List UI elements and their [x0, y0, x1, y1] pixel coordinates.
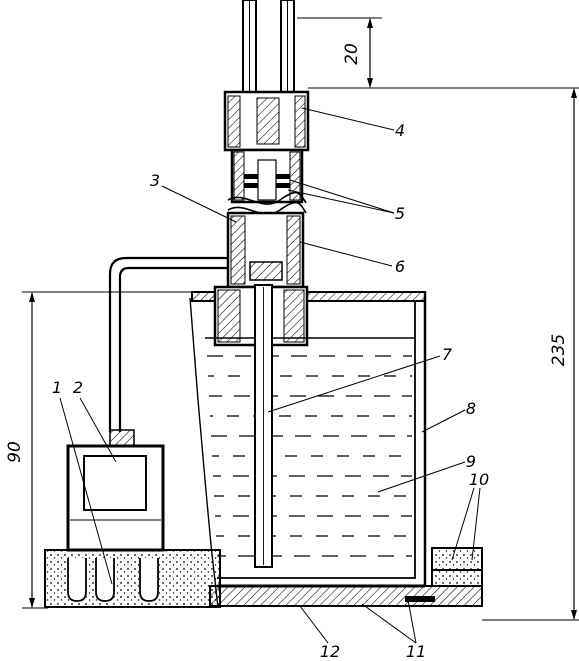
union-nut-right-wall — [294, 95, 306, 148]
leader-lines — [59, 107, 481, 644]
label-5: 5 — [395, 204, 405, 223]
leader-line-6 — [299, 241, 393, 267]
fitting-body-right-wall — [286, 215, 301, 285]
dimension-text-vessel-height: 90 — [5, 441, 25, 463]
vessel-right-wall-inner — [217, 301, 416, 579]
label-6: 6 — [395, 257, 405, 276]
probe — [254, 284, 273, 568]
dimension-top-offset: 20 — [297, 17, 579, 89]
dimension-vessel-height: 90 — [5, 291, 192, 609]
label-9: 9 — [466, 452, 476, 471]
label-1: 1 — [52, 378, 62, 397]
fitting-assembly — [213, 90, 310, 347]
label-3: 3 — [150, 171, 160, 190]
vessel-lid — [191, 291, 216, 302]
clamp-upper-block — [431, 547, 483, 571]
leader-line-11 — [361, 603, 417, 644]
lid-gland-left-wall — [217, 289, 241, 343]
clamp — [405, 547, 483, 602]
vessel-cut-edge — [189, 297, 219, 609]
clamp-lower-block — [431, 569, 483, 587]
fitting-body-left-wall — [230, 215, 246, 285]
leader-line-2 — [79, 397, 117, 463]
dimension-overall-height: 235 — [482, 88, 579, 621]
dimension-text-overall-height: 235 — [549, 334, 569, 366]
leader-line-11 — [407, 599, 417, 644]
label-12: 12 — [320, 642, 340, 661]
base-plate-body — [209, 585, 483, 607]
label-11: 11 — [406, 642, 426, 661]
leader-line-10 — [451, 487, 475, 561]
heater-slot — [139, 558, 159, 602]
vessel — [189, 291, 427, 609]
base-plate — [209, 584, 483, 607]
union-nut-core — [256, 97, 280, 145]
top-tubes — [242, 0, 295, 96]
label-8: 8 — [466, 399, 476, 418]
leader-line-1 — [59, 397, 113, 585]
gasket-bore — [257, 159, 277, 201]
callout-labels: 1 2 3 4 5 6 7 8 9 10 11 12 — [52, 121, 489, 661]
heater-slot — [67, 558, 87, 602]
label-10: 10 — [469, 470, 489, 489]
leader-line-5 — [289, 179, 395, 214]
sealing-ring — [249, 261, 283, 281]
leader-line-10 — [471, 487, 481, 561]
housing-box-connector — [109, 429, 135, 447]
lid-gland-right-wall — [283, 289, 305, 343]
label-2: 2 — [73, 378, 83, 397]
liquid — [205, 337, 415, 557]
dimension-text-top-offset: 20 — [342, 43, 362, 65]
leader-line-7 — [267, 355, 441, 413]
label-4: 4 — [395, 121, 405, 140]
break-line-upper — [227, 191, 307, 205]
clamp-washer — [405, 596, 435, 602]
label-7: 7 — [442, 345, 453, 364]
housing-box-window — [83, 455, 147, 511]
housing-box — [66, 429, 165, 552]
union-nut-left-wall — [227, 95, 241, 148]
leader-line-12 — [299, 605, 329, 644]
leader-line-4 — [301, 107, 395, 131]
heater-slot — [95, 558, 115, 602]
leader-line-5 — [287, 189, 395, 214]
vessel-lid — [306, 291, 426, 302]
pipe-outer-wall — [108, 256, 229, 432]
leader-line-8 — [421, 409, 466, 433]
pipe-inner-wall — [118, 266, 229, 432]
connecting-pipe — [108, 256, 229, 432]
leader-line-3 — [161, 185, 237, 223]
gasket-housing-left-wall — [233, 151, 245, 201]
heater-block — [44, 549, 221, 608]
break-line-lower — [227, 201, 307, 215]
leader-line-9 — [377, 461, 466, 493]
